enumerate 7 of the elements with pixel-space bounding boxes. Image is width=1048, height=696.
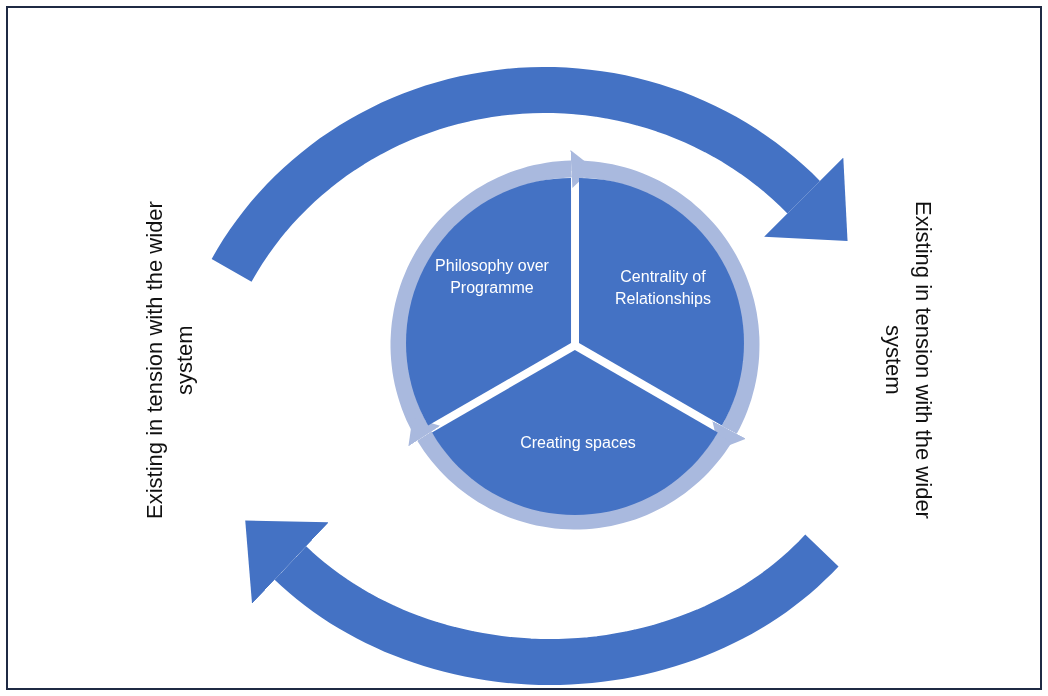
segment-label: Centrality of Relationships: [613, 267, 712, 309]
curved-arrow: [245, 520, 839, 685]
segment-label: Creating spaces: [519, 433, 637, 453]
side-label: Existing in tension with the wider system: [880, 200, 937, 521]
curved-arrow: [211, 67, 848, 284]
side-label: Existing in tension with the wider system: [141, 200, 198, 521]
segment-label: Philosophy over Programme: [434, 256, 550, 298]
